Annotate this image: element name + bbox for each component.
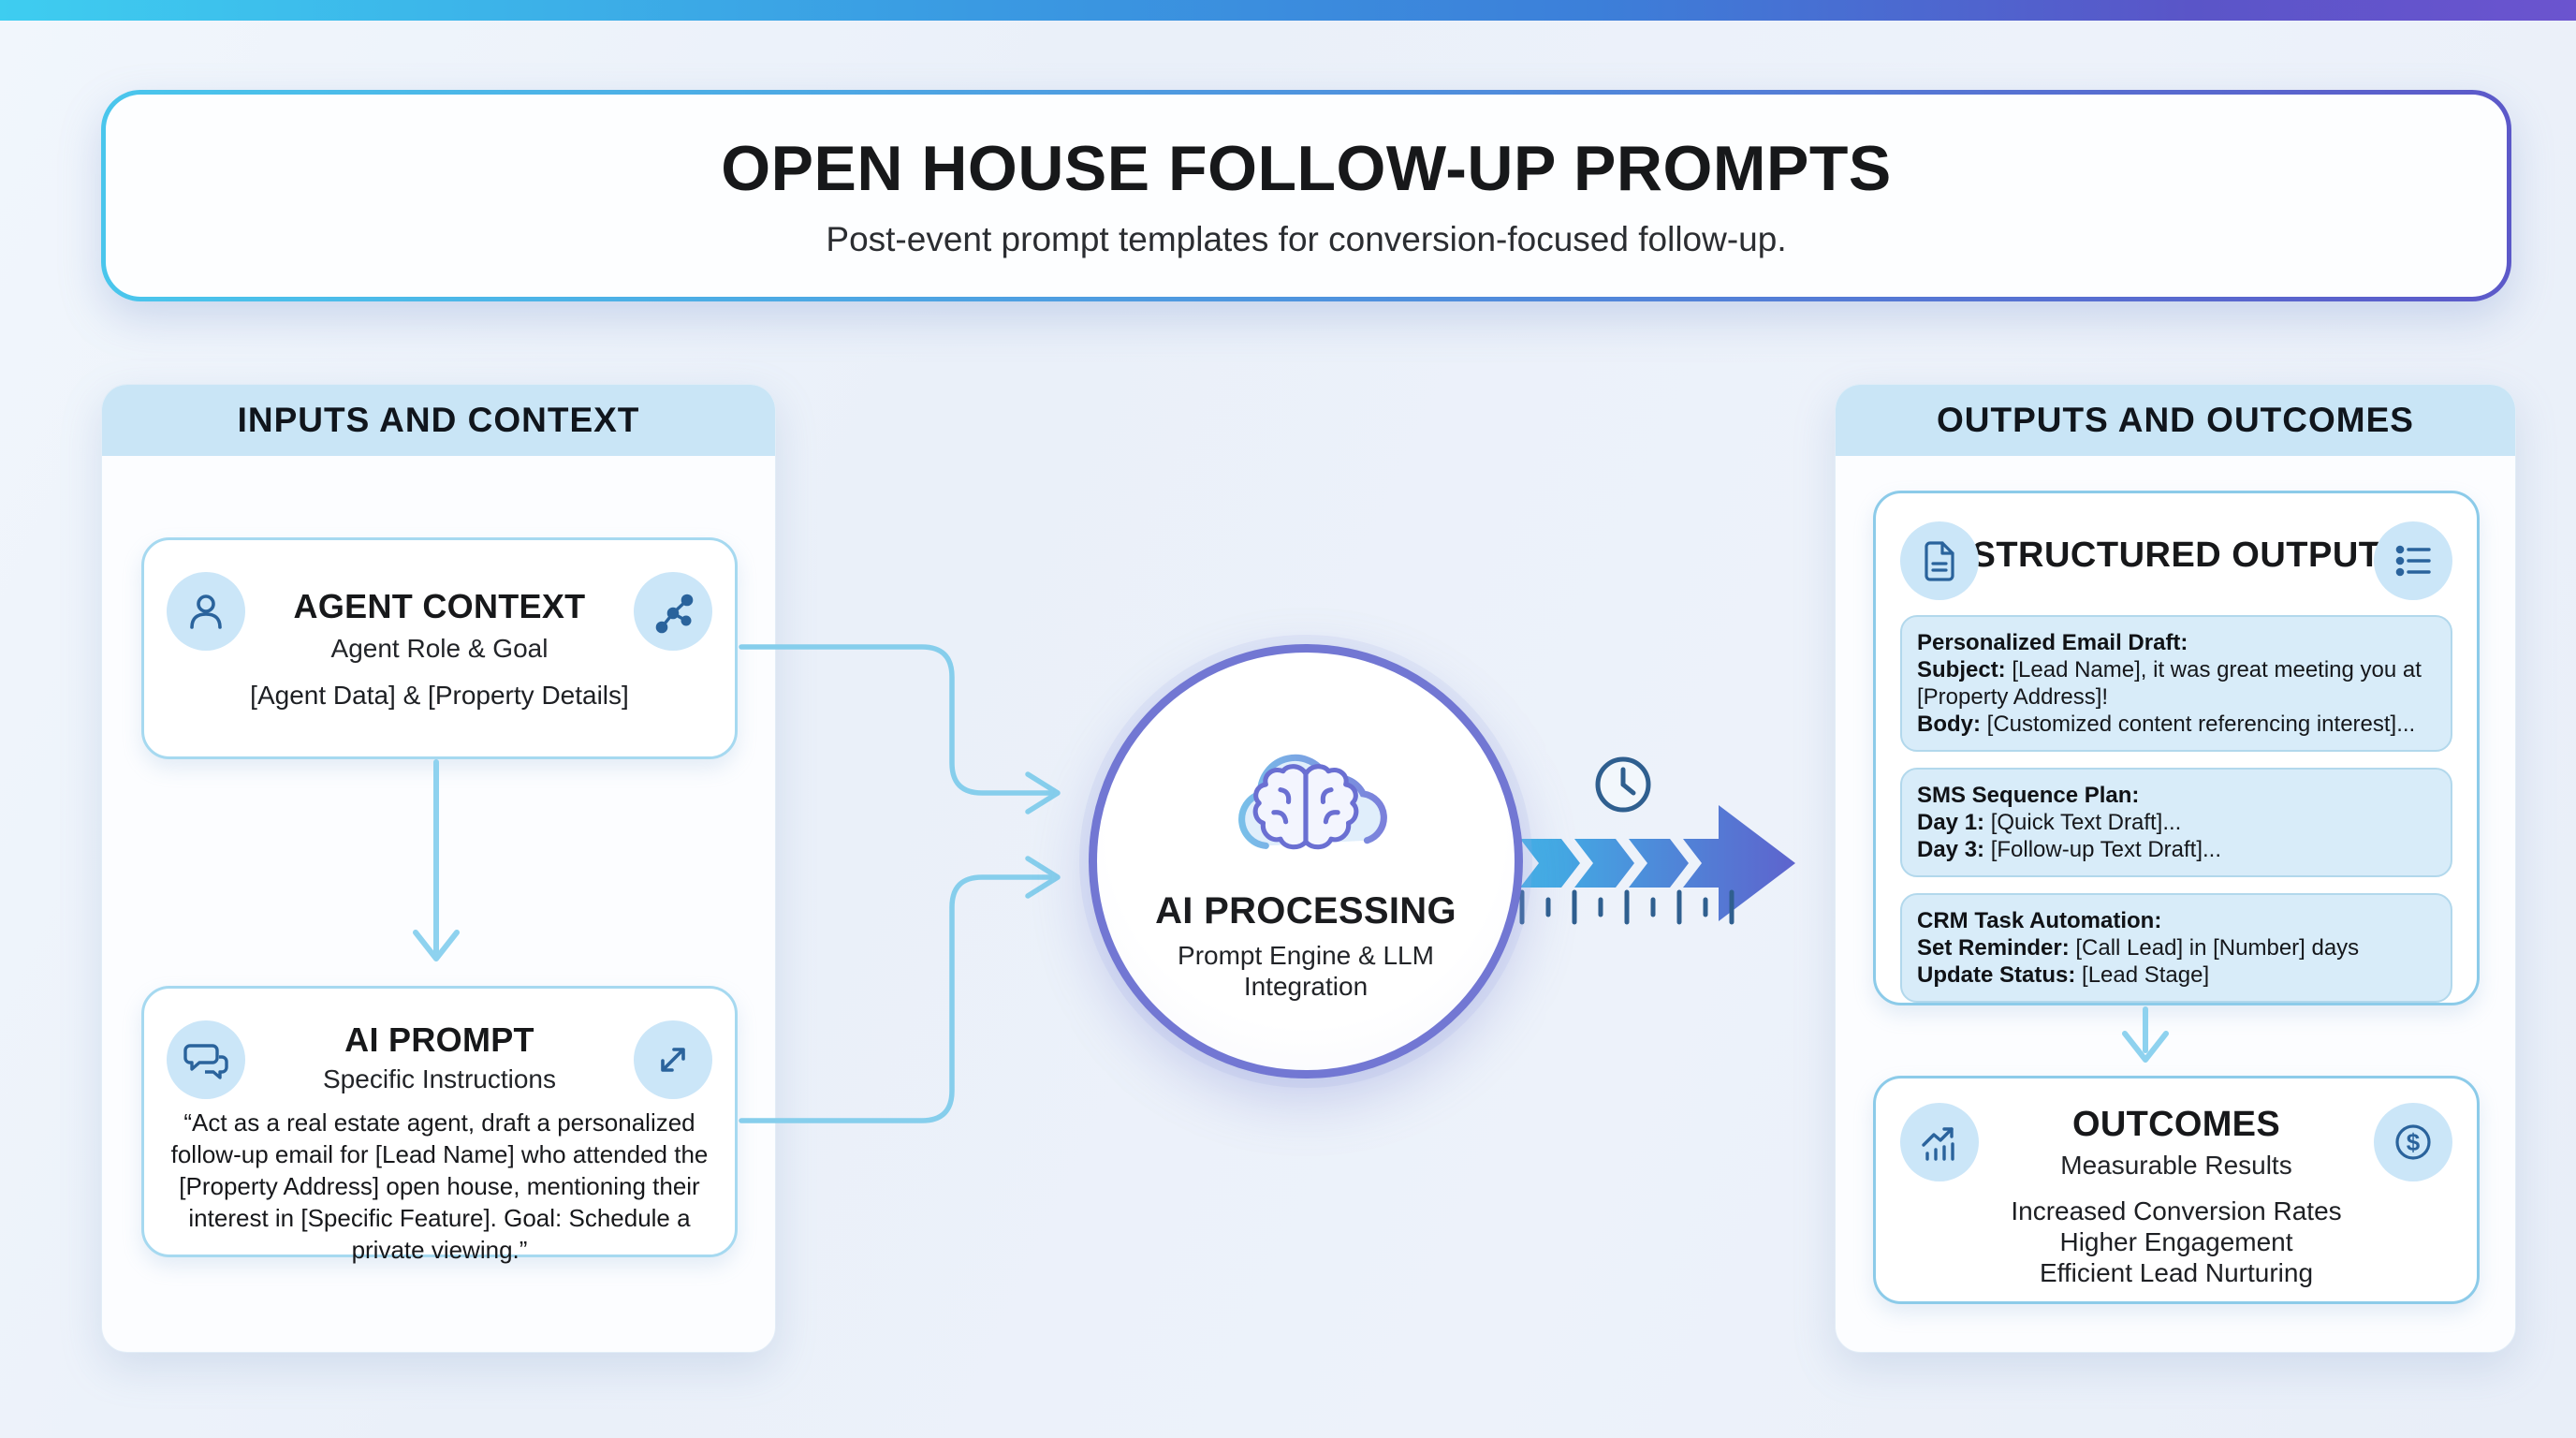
svg-text:$: $	[2407, 1128, 2421, 1156]
share-network-icon	[634, 572, 712, 651]
email-draft-line: Body: [Customized content referencing in…	[1917, 712, 2416, 737]
outcomes-list: Increased Conversion Rates Higher Engage…	[1876, 1196, 2477, 1288]
top-gradient-bar	[0, 0, 2576, 21]
sms-line: Day 1: [Quick Text Draft]...	[1917, 810, 2182, 835]
page-title: OPEN HOUSE FOLLOW-UP PROMPTS	[721, 133, 1892, 204]
outcome-item: Increased Conversion Rates	[2011, 1196, 2342, 1225]
crm-line: CRM Task Automation:	[1917, 908, 2162, 933]
structured-output-card: STRUCTURED OUTPUT Personalized Email Dra…	[1873, 491, 2480, 1005]
chat-bubbles-icon	[167, 1020, 245, 1099]
inputs-panel-title: INPUTS AND CONTEXT	[237, 401, 640, 439]
crm-line: Update Status: [Lead Stage]	[1917, 962, 2210, 988]
outcomes-title: OUTCOMES	[2072, 1105, 2280, 1144]
agent-context-detail: [Agent Data] & [Property Details]	[250, 681, 629, 710]
connector-prompt-to-ai	[739, 856, 1061, 1123]
list-icon	[2374, 521, 2452, 600]
ai-prompt-card: AI PROMPT Specific Instructions “Act as …	[141, 986, 738, 1264]
inputs-panel-header: INPUTS AND CONTEXT	[102, 385, 775, 456]
ai-prompt-quote: “Act as a real estate agent, draft a per…	[170, 1108, 709, 1264]
ai-prompt-title: AI PROMPT	[344, 1020, 534, 1059]
connector-agent-to-ai	[739, 644, 1061, 814]
outcome-item: Efficient Lead Nurturing	[2039, 1258, 2314, 1287]
document-icon	[1900, 521, 1979, 600]
structured-output-title: STRUCTURED OUTPUT	[1971, 536, 2381, 575]
timeline-ticks	[1519, 889, 1734, 925]
title-box: OPEN HOUSE FOLLOW-UP PROMPTS Post-event …	[101, 90, 2511, 301]
sms-sequence-box: SMS Sequence Plan: Day 1: [Quick Text Dr…	[1900, 768, 2452, 877]
dollar-icon: $	[2374, 1103, 2452, 1181]
outputs-panel: OUTPUTS AND OUTCOMES STRUCTURED OUTPUT	[1835, 384, 2516, 1353]
page-subtitle: Post-event prompt templates for conversi…	[826, 220, 1787, 258]
email-draft-line: Personalized Email Draft:	[1917, 630, 2188, 655]
user-icon	[167, 572, 245, 651]
email-draft-line: Subject: [Lead Name], it was great meeti…	[1917, 657, 2422, 710]
ai-processing-node: AI PROCESSING Prompt Engine & LLM Integr…	[1089, 644, 1523, 1078]
ai-prompt-subtitle: Specific Instructions	[323, 1064, 556, 1093]
ai-processing-title: AI PROCESSING	[1155, 890, 1456, 932]
inputs-panel: INPUTS AND CONTEXT A	[101, 384, 776, 1353]
sms-line: Day 3: [Follow-up Text Draft]...	[1917, 837, 2222, 862]
crm-line: Set Reminder: [Call Lead] in [Number] da…	[1917, 935, 2360, 961]
sms-line: SMS Sequence Plan:	[1917, 783, 2140, 808]
clock-icon	[1595, 756, 1651, 813]
crm-automation-box: CRM Task Automation: Set Reminder: [Call…	[1900, 893, 2452, 1003]
agent-context-card: AGENT CONTEXT Agent Role & Goal [Agent D…	[141, 537, 738, 759]
agent-context-subtitle: Agent Role & Goal	[330, 634, 549, 663]
outcomes-subtitle: Measurable Results	[2060, 1151, 2292, 1180]
outputs-panel-header: OUTPUTS AND OUTCOMES	[1836, 385, 2515, 456]
ai-processing-subtitle: Prompt Engine & LLM Integration	[1178, 941, 1434, 1001]
outcomes-card: $ OUTCOMES Measurable Results Increased …	[1873, 1076, 2480, 1304]
outcome-item: Higher Engagement	[2059, 1227, 2293, 1256]
expand-arrows-icon	[634, 1020, 712, 1099]
chart-growth-icon	[1900, 1103, 1979, 1181]
email-draft-box: Personalized Email Draft: Subject: [Lead…	[1900, 615, 2452, 752]
agent-context-title: AGENT CONTEXT	[293, 587, 586, 625]
outputs-panel-title: OUTPUTS AND OUTCOMES	[1937, 401, 2414, 439]
chevron-flow-arrow	[1520, 805, 1795, 921]
brain-cloud-icon	[1238, 754, 1387, 850]
